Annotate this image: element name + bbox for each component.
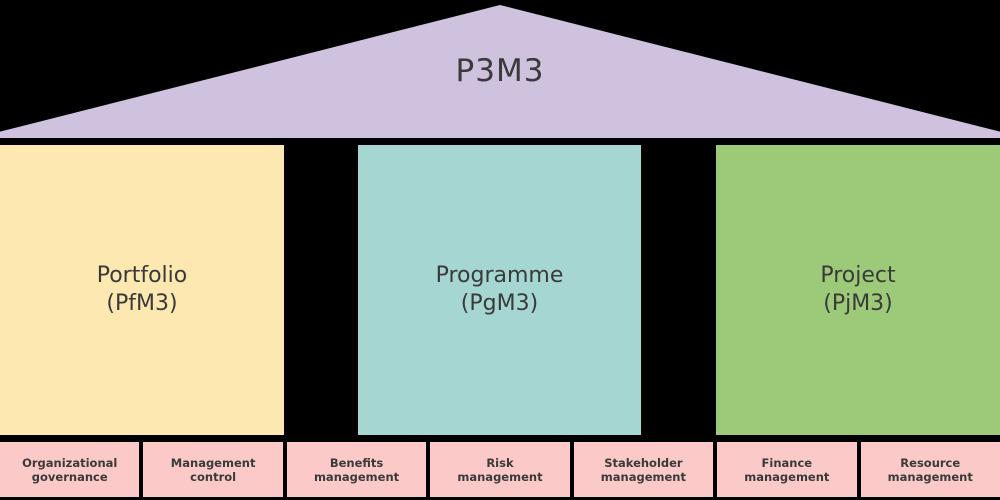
diagram-title: P3M3 xyxy=(455,53,545,89)
foundation-label-line2: management xyxy=(887,469,973,484)
foundation-label-line2: governance xyxy=(31,469,108,484)
roof-triangle: P3M3 xyxy=(0,5,1000,138)
foundation-resource-management: Resource management xyxy=(860,442,1000,497)
pillar-programme-abbr: (PgM3) xyxy=(460,291,539,316)
pillar-programme-name: Programme xyxy=(435,263,564,288)
foundation-label-line2: management xyxy=(313,469,400,484)
foundation-stakeholder-management: Stakeholder management xyxy=(573,442,714,497)
foundation-label-line2: management xyxy=(744,469,830,484)
pillar-programme: Programme (PgM3) xyxy=(358,145,641,435)
foundation-label-line1: Organizational xyxy=(22,455,118,470)
pillar-project-abbr: (PjM3) xyxy=(823,291,893,316)
pillar-project-name: Project xyxy=(820,263,896,288)
foundation-risk-management: Risk management xyxy=(430,442,570,497)
foundation-organizational-governance: Organizational governance xyxy=(0,442,140,497)
foundation-label-line2: management xyxy=(600,469,686,484)
foundation-row: Organizational governance Management con… xyxy=(0,442,1000,497)
pillar-project: Project (PjM3) xyxy=(716,145,1000,435)
foundation-label-line1: Stakeholder xyxy=(604,455,683,470)
pillar-portfolio-name: Portfolio xyxy=(96,263,188,288)
pillar-portfolio: Portfolio (PfM3) xyxy=(0,145,284,435)
foundation-label-line1: Resource xyxy=(900,455,961,470)
foundation-label-line1: Management xyxy=(170,455,256,470)
foundation-management-control: Management control xyxy=(143,442,283,497)
foundation-label-line1: Risk xyxy=(486,455,514,470)
foundation-label-line1: Finance xyxy=(761,455,813,470)
foundation-finance-management: Finance management xyxy=(717,442,857,497)
foundation-label-line1: Benefits xyxy=(329,455,384,470)
foundation-label-line2: management xyxy=(457,469,543,484)
foundation-label-line2: control xyxy=(190,469,237,484)
pillar-portfolio-abbr: (PfM3) xyxy=(106,291,178,316)
foundation-benefits-management: Benefits management xyxy=(286,442,427,497)
